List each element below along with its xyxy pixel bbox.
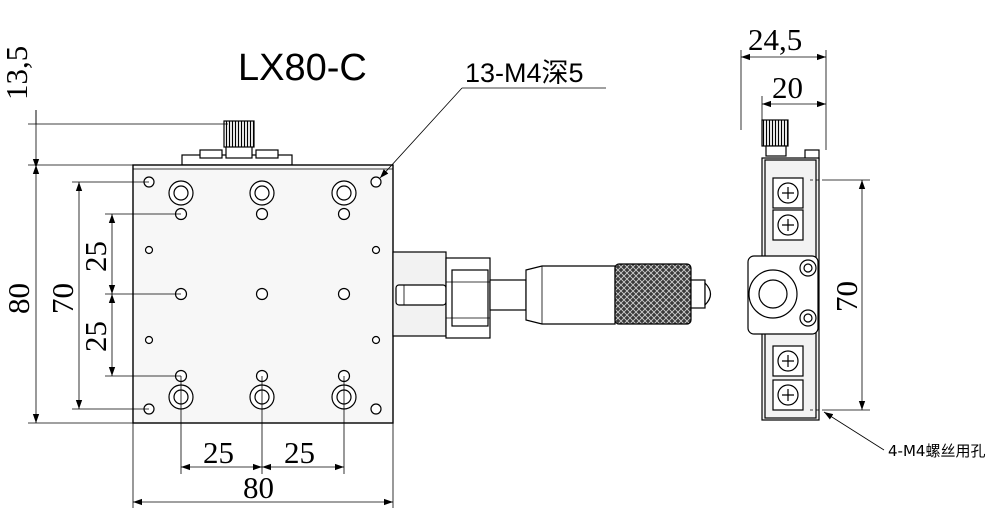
dim-pitch-lower-label: 25 — [78, 321, 113, 352]
knob-knurl — [223, 120, 255, 148]
micrometer-spindle — [395, 284, 447, 306]
dim-height-offset-label: 13,5 — [0, 46, 34, 100]
dim-overall-width-label: 80 — [243, 470, 274, 505]
dim-pitch-upper-label: 25 — [78, 241, 113, 272]
side-knob — [761, 119, 789, 147]
micrometer-thimble — [525, 265, 616, 325]
dim-side-inner-width: 20 — [761, 70, 826, 120]
dim-overall-height-label: 80 — [1, 283, 36, 314]
side-screws-upper — [772, 177, 804, 241]
tapped-holes — [174, 207, 351, 383]
top-knob — [181, 120, 293, 166]
dim-overall-width: 80 — [132, 423, 394, 508]
dim-height-offset: 13,5 — [0, 46, 228, 168]
dim-side-inner-width-label: 20 — [772, 70, 803, 105]
side-screws-lower — [772, 345, 804, 411]
dim-side-width-label: 24,5 — [748, 22, 802, 57]
micrometer-barrel — [489, 279, 527, 311]
callout-side-holes-label: 4-M4螺丝用孔 — [888, 442, 985, 460]
dim-pitch-horizontal: 25 25 — [180, 376, 345, 474]
dim-hole-pitch-vertical: 70 — [45, 181, 149, 410]
callout-top-holes-label: 13-M4深5 — [465, 58, 584, 88]
dim-side-hole-pitch: 70 — [822, 179, 870, 411]
side-center-boss — [747, 255, 819, 335]
dim-side-hole-pitch-label: 70 — [829, 281, 864, 312]
side-view: 24,5 20 70 4-M4螺丝用孔 — [740, 22, 985, 460]
dim-pitch-right-label: 25 — [284, 435, 315, 470]
micrometer-ratchet — [690, 279, 706, 309]
callout-top-holes: 13-M4深5 — [379, 58, 606, 179]
knob-base-right — [255, 149, 279, 159]
micrometer — [392, 251, 712, 339]
micrometer-knurl — [614, 263, 692, 325]
dim-pitch-left-label: 25 — [203, 435, 234, 470]
dim-side-width: 24,5 — [740, 22, 827, 150]
model-title: LX80-C — [238, 47, 367, 89]
callout-side-holes: 4-M4螺丝用孔 — [823, 411, 985, 460]
front-view: 13,5 80 70 25 25 — [0, 46, 712, 508]
dim-hole-pitch-vertical-label: 70 — [45, 283, 80, 314]
knob-base-left — [199, 149, 223, 159]
small-holes — [143, 176, 382, 415]
dim-overall-height: 80 — [1, 165, 133, 424]
knob-neck — [225, 145, 253, 159]
dim-pitch-vertical: 25 25 — [78, 213, 181, 377]
micrometer-sleeve-step — [451, 269, 489, 327]
